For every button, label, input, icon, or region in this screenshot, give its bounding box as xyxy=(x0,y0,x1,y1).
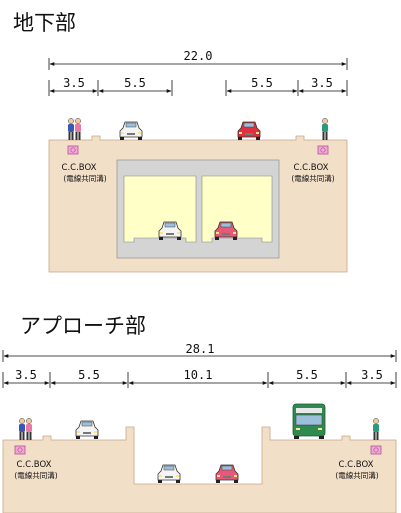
approach-ccbox-label-right: C.C.BOX xyxy=(339,460,374,470)
car-icon xyxy=(157,464,181,484)
underground-title: 地下部 xyxy=(13,11,76,35)
approach-segment-dimensions: 3.5 5.5 10.1 5.5 3.5 xyxy=(2,368,397,388)
underground-total-dimension: 22.0 xyxy=(48,49,348,70)
car-icon xyxy=(75,420,99,440)
underground-segment-dimensions: 3.5 5.5 5.5 3.5 xyxy=(48,76,348,96)
car-icon xyxy=(237,121,261,141)
pedestrian-icon xyxy=(18,417,26,441)
underground-dim-1: 3.5 xyxy=(63,76,85,90)
approach-ground xyxy=(2,426,397,513)
bus-icon xyxy=(292,403,326,439)
underground-dim-2: 5.5 xyxy=(124,76,146,90)
approach-ccbox-sub-left: (電線共同溝) xyxy=(14,470,57,480)
underground-ccbox-label-right: C.C.BOX xyxy=(294,163,329,173)
approach-dim-5: 3.5 xyxy=(361,368,383,382)
approach-ccbox-sub-right: (電線共同溝) xyxy=(335,470,378,480)
car-icon xyxy=(215,464,239,484)
ccbox-icon xyxy=(317,145,329,155)
underground-ccbox-sub-right: (電線共同溝) xyxy=(291,173,334,183)
approach-ccbox-label-left: C.C.BOX xyxy=(17,460,52,470)
approach-dim-2: 5.5 xyxy=(78,368,100,382)
approach-title: アプローチ部 xyxy=(20,314,146,338)
underground-dim-3: 5.5 xyxy=(251,76,273,90)
ccbox-icon xyxy=(67,145,79,155)
underground-ccbox-label-left: C.C.BOX xyxy=(62,163,97,173)
pedestrian-icon xyxy=(372,417,380,441)
pedestrian-icon xyxy=(321,117,329,141)
approach-total-dimension: 28.1 xyxy=(2,342,397,362)
underground-total-label: 22.0 xyxy=(184,49,213,63)
car-icon xyxy=(119,121,143,141)
ccbox-icon xyxy=(370,445,382,455)
underground-dim-4: 3.5 xyxy=(311,76,333,90)
pedestrian-icon xyxy=(25,417,33,441)
approach-dim-4: 5.5 xyxy=(296,368,318,382)
approach-dim-1: 3.5 xyxy=(15,368,37,382)
underground-tunnel-structure xyxy=(116,159,280,259)
approach-dim-3: 10.1 xyxy=(184,368,213,382)
pedestrian-icon xyxy=(74,117,82,141)
approach-total-label: 28.1 xyxy=(186,342,215,356)
underground-ccbox-sub-left: (電線共同溝) xyxy=(63,173,106,183)
ccbox-icon xyxy=(14,445,26,455)
pedestrian-icon xyxy=(67,117,75,141)
